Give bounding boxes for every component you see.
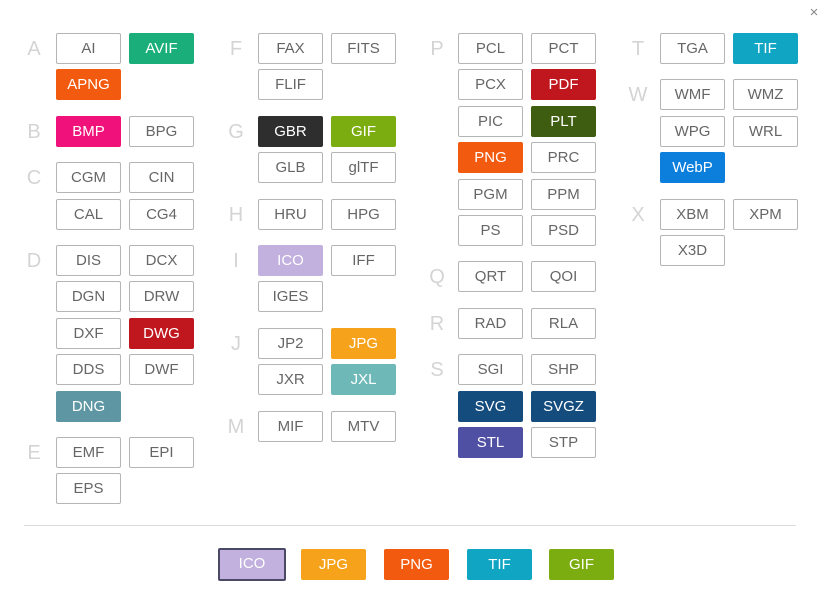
group-letter-s: S [430,359,444,382]
group-letter-c: C [26,167,42,190]
group-letter-p: P [430,38,444,60]
format-button-iges[interactable]: IGES [258,281,323,312]
format-button-webp[interactable]: WebP [660,152,725,183]
format-button-ai[interactable]: AI [56,33,121,64]
format-button-qoi[interactable]: QOI [531,261,596,292]
format-button-pct[interactable]: PCT [531,33,596,64]
group-letter-e: E [27,442,41,464]
format-button-epi[interactable]: EPI [129,437,194,468]
group-letter-j: J [231,332,241,355]
format-button-emf[interactable]: EMF [56,437,121,468]
format-button-drw[interactable]: DRW [129,281,194,312]
format-button-hpg[interactable]: HPG [331,199,396,230]
group-letter-t: T [631,38,645,60]
format-button-cg4[interactable]: CG4 [129,199,194,230]
format-button-dwg[interactable]: DWG [129,318,194,349]
format-button-mtv[interactable]: MTV [331,411,396,442]
group-letter-b: B [27,120,41,143]
format-button-jp2[interactable]: JP2 [258,328,323,359]
format-button-qrt[interactable]: QRT [458,261,523,292]
format-button-jxl[interactable]: JXL [331,364,396,395]
format-button-bmp[interactable]: BMP [56,116,121,147]
format-button-png[interactable]: PNG [458,142,523,173]
group-letter-w: W [628,84,648,107]
format-button-dds[interactable]: DDS [56,354,121,385]
format-button-fax[interactable]: FAX [258,33,323,64]
format-button-bpg[interactable]: BPG [129,116,194,147]
format-button-rad[interactable]: RAD [458,308,523,339]
format-button-gbr[interactable]: GBR [258,116,323,147]
format-button-flif[interactable]: FLIF [258,69,323,100]
recent-format-png[interactable]: PNG [384,549,449,580]
format-button-xpm[interactable]: XPM [733,199,798,230]
format-button-ps[interactable]: PS [458,215,523,246]
format-button-cal[interactable]: CAL [56,199,121,230]
format-button-gif[interactable]: GIF [331,116,396,147]
format-button-x3d[interactable]: X3D [660,235,725,266]
format-button-tif[interactable]: TIF [733,33,798,64]
format-button-ppm[interactable]: PPM [531,179,596,210]
format-button-svgz[interactable]: SVGZ [531,391,596,422]
format-button-wpg[interactable]: WPG [660,116,725,147]
format-button-jpg[interactable]: JPG [331,328,396,359]
format-button-prc[interactable]: PRC [531,142,596,173]
format-button-shp[interactable]: SHP [531,354,596,385]
recent-format-ico[interactable]: ICO [218,548,286,581]
recent-format-gif[interactable]: GIF [549,549,614,580]
format-button-stl[interactable]: STL [458,427,523,458]
format-button-wrl[interactable]: WRL [733,116,798,147]
group-letter-m: M [227,415,245,438]
format-button-dng[interactable]: DNG [56,391,121,422]
format-button-gltf[interactable]: glTF [331,152,396,183]
format-button-ico[interactable]: ICO [258,245,323,276]
group-letter-d: D [26,250,42,272]
format-button-mif[interactable]: MIF [258,411,323,442]
group-letter-g: G [228,120,244,143]
format-button-dcx[interactable]: DCX [129,245,194,276]
format-button-cgm[interactable]: CGM [56,162,121,193]
format-button-stp[interactable]: STP [531,427,596,458]
recent-format-jpg[interactable]: JPG [301,549,366,580]
divider [24,525,796,526]
format-button-rla[interactable]: RLA [531,308,596,339]
recent-format-tif[interactable]: TIF [467,549,532,580]
group-letter-x: X [631,203,645,226]
format-button-fits[interactable]: FITS [331,33,396,64]
format-button-jxr[interactable]: JXR [258,364,323,395]
format-button-glb[interactable]: GLB [258,152,323,183]
format-button-pcx[interactable]: PCX [458,69,523,100]
group-letter-q: Q [429,266,445,289]
format-button-cin[interactable]: CIN [129,162,194,193]
group-letter-f: F [229,38,243,60]
format-button-wmz[interactable]: WMZ [733,79,798,110]
group-letter-i: I [233,250,239,272]
format-button-pgm[interactable]: PGM [458,179,523,210]
format-button-tga[interactable]: TGA [660,33,725,64]
format-button-pcl[interactable]: PCL [458,33,523,64]
format-button-svg[interactable]: SVG [458,391,523,422]
format-button-pic[interactable]: PIC [458,106,523,137]
format-button-dxf[interactable]: DXF [56,318,121,349]
format-button-psd[interactable]: PSD [531,215,596,246]
format-button-avif[interactable]: AVIF [129,33,194,64]
format-button-hru[interactable]: HRU [258,199,323,230]
format-button-wmf[interactable]: WMF [660,79,725,110]
format-button-plt[interactable]: PLT [531,106,596,137]
format-button-dwf[interactable]: DWF [129,354,194,385]
format-button-iff[interactable]: IFF [331,245,396,276]
format-button-eps[interactable]: EPS [56,473,121,504]
close-icon[interactable]: × [809,4,819,21]
format-button-sgi[interactable]: SGI [458,354,523,385]
group-letter-a: A [27,38,41,60]
format-button-dis[interactable]: DIS [56,245,121,276]
format-button-dgn[interactable]: DGN [56,281,121,312]
format-button-pdf[interactable]: PDF [531,69,596,100]
group-letter-h: H [228,203,244,226]
format-button-xbm[interactable]: XBM [660,199,725,230]
format-button-apng[interactable]: APNG [56,69,121,100]
group-letter-r: R [429,312,445,335]
